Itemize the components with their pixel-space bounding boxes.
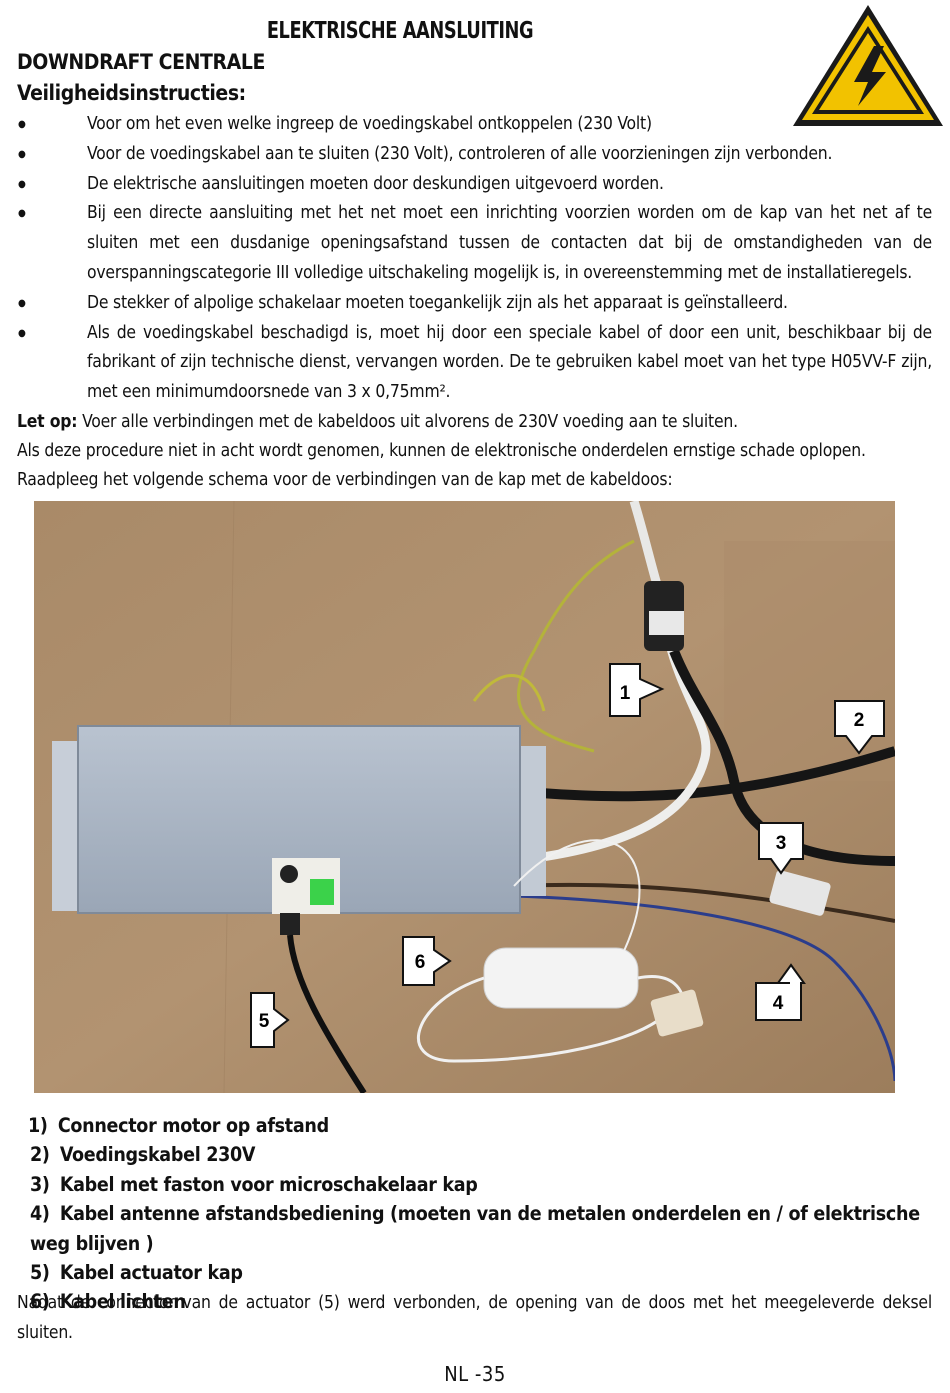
- list-item: Voor om het even welke ingreep de voedin…: [17, 110, 932, 140]
- legend-number: 5): [30, 1261, 50, 1285]
- callout-label: 3: [776, 833, 787, 854]
- list-item: Als de voedingskabel beschadigd is, moet…: [17, 319, 932, 408]
- list-item: 4) Kabel antenne afstandsbediening (moet…: [30, 1199, 950, 1258]
- callout-6: 6: [402, 936, 452, 986]
- callout-1: 1: [609, 663, 665, 717]
- list-item: 6) Kabel lichten: [30, 1287, 950, 1316]
- high-voltage-warning-icon: [793, 5, 943, 126]
- warning-paragraph: Als deze procedure niet in acht wordt ge…: [17, 441, 866, 461]
- list-item: 1) Connector motor op afstand: [28, 1111, 950, 1140]
- legend-number: 2): [30, 1143, 50, 1167]
- list-item: De stekker of alpolige schakelaar moeten…: [17, 289, 932, 319]
- note-label: Let op:: [17, 412, 78, 432]
- legend-text: Kabel antenne afstandsbediening (moeten …: [30, 1202, 920, 1255]
- callout-label: 6: [415, 952, 426, 973]
- legend-number: 4): [30, 1202, 50, 1226]
- legend-text: Voedingskabel 230V: [59, 1143, 256, 1167]
- callout-label: 5: [259, 1011, 270, 1032]
- callout-label: 1: [620, 683, 631, 704]
- callout-4: 4: [755, 963, 806, 1021]
- list-item: 3) Kabel met faston voor microschakelaar…: [30, 1170, 950, 1199]
- wiring-photo: 1 2 3 4 5 6: [34, 501, 895, 1093]
- legend-text: Kabel actuator kap: [59, 1261, 243, 1285]
- safety-instructions-list: Voor om het even welke ingreep de voedin…: [17, 110, 932, 408]
- list-item: Bij een directe aansluiting met het net …: [17, 199, 932, 288]
- legend-text: Connector motor op afstand: [57, 1114, 329, 1137]
- legend-number: 6): [30, 1290, 50, 1314]
- list-item: 5) Kabel actuator kap: [30, 1258, 950, 1287]
- list-item: 2) Voedingskabel 230V: [30, 1140, 950, 1169]
- callout-3: 3: [758, 822, 804, 875]
- legend-list: 1) Connector motor op afstand 2) Voeding…: [28, 1111, 950, 1317]
- note-text: Voer alle verbindingen met de kabeldoos …: [77, 412, 738, 432]
- legend-number: 1): [28, 1114, 48, 1137]
- closing-paragraph: Nadat de connector van de actuator (5) w…: [17, 1293, 932, 1343]
- page-title: ELEKTRISCHE AANSLUITING: [266, 18, 534, 44]
- list-item: De elektrische aansluitingen moeten door…: [17, 170, 932, 200]
- note-paragraph: Let op: Voer alle verbindingen met de ka…: [17, 408, 932, 437]
- callout-5: 5: [250, 992, 290, 1048]
- callout-label: 2: [854, 710, 865, 731]
- callout-label: 4: [773, 993, 784, 1014]
- list-item: Voor de voedingskabel aan te sluiten (23…: [17, 140, 932, 170]
- legend-text: Kabel met faston voor microschakelaar ka…: [59, 1172, 478, 1196]
- legend-text: Kabel lichten: [59, 1290, 186, 1314]
- legend-number: 3): [30, 1172, 50, 1196]
- callout-2: 2: [834, 700, 885, 755]
- instruction-paragraph: Raadpleeg het volgende schema voor de ve…: [17, 470, 673, 490]
- safety-heading: Veiligheidsinstructies:: [17, 81, 246, 105]
- section-heading: DOWNDRAFT CENTRALE: [17, 50, 266, 74]
- page-number: NL -35: [444, 1362, 506, 1386]
